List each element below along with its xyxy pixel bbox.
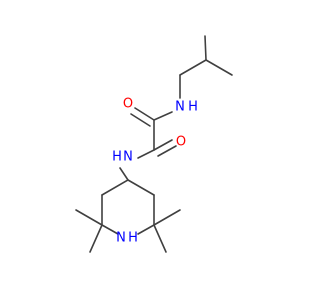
bond-ch-ch2 (179, 59, 207, 76)
bond-carbonyl-mid-n (137, 149, 155, 159)
bond-ring-n-c6 (137, 224, 155, 235)
atom-n-left: N (123, 150, 133, 165)
bond-ring-c4-c3 (101, 179, 129, 196)
bond-carbonyl-mid-o-1 (153, 139, 173, 151)
bond-methyl-left-1 (75, 209, 103, 226)
atom-n-top: N (175, 100, 185, 115)
atom-nh-ring: H (128, 231, 138, 246)
bond-methyl-left-2 (89, 224, 103, 253)
atom-labels: O N H O H N N H (112, 97, 198, 246)
bond-ring-c5-c4 (127, 179, 155, 196)
atom-nh-top: H (188, 100, 198, 115)
bonds (75, 35, 233, 253)
bond-methyl-right-1 (153, 209, 181, 226)
molecule-structure: O N H O H N N H (75, 35, 233, 253)
bond-ring-c2-n (101, 224, 119, 235)
atom-nh-left: H (112, 150, 122, 165)
bond-methyl-isobutyl-2 (205, 59, 233, 76)
atom-o-mid: O (176, 135, 186, 150)
bond-carbonyl-top-o-1 (134, 107, 155, 121)
atom-n-ring: N (116, 231, 126, 246)
bond-methyl-isobutyl-1 (204, 35, 207, 61)
atom-o-top: O (123, 97, 133, 112)
bond-methyl-right-2 (153, 224, 167, 253)
bond-n-carbonyl-top (153, 111, 173, 121)
bond-n-ring-ch (119, 167, 129, 181)
bond-carbonyl-top-o-2 (130, 113, 151, 127)
bond-carbonyl-mid-o-2 (157, 145, 177, 157)
